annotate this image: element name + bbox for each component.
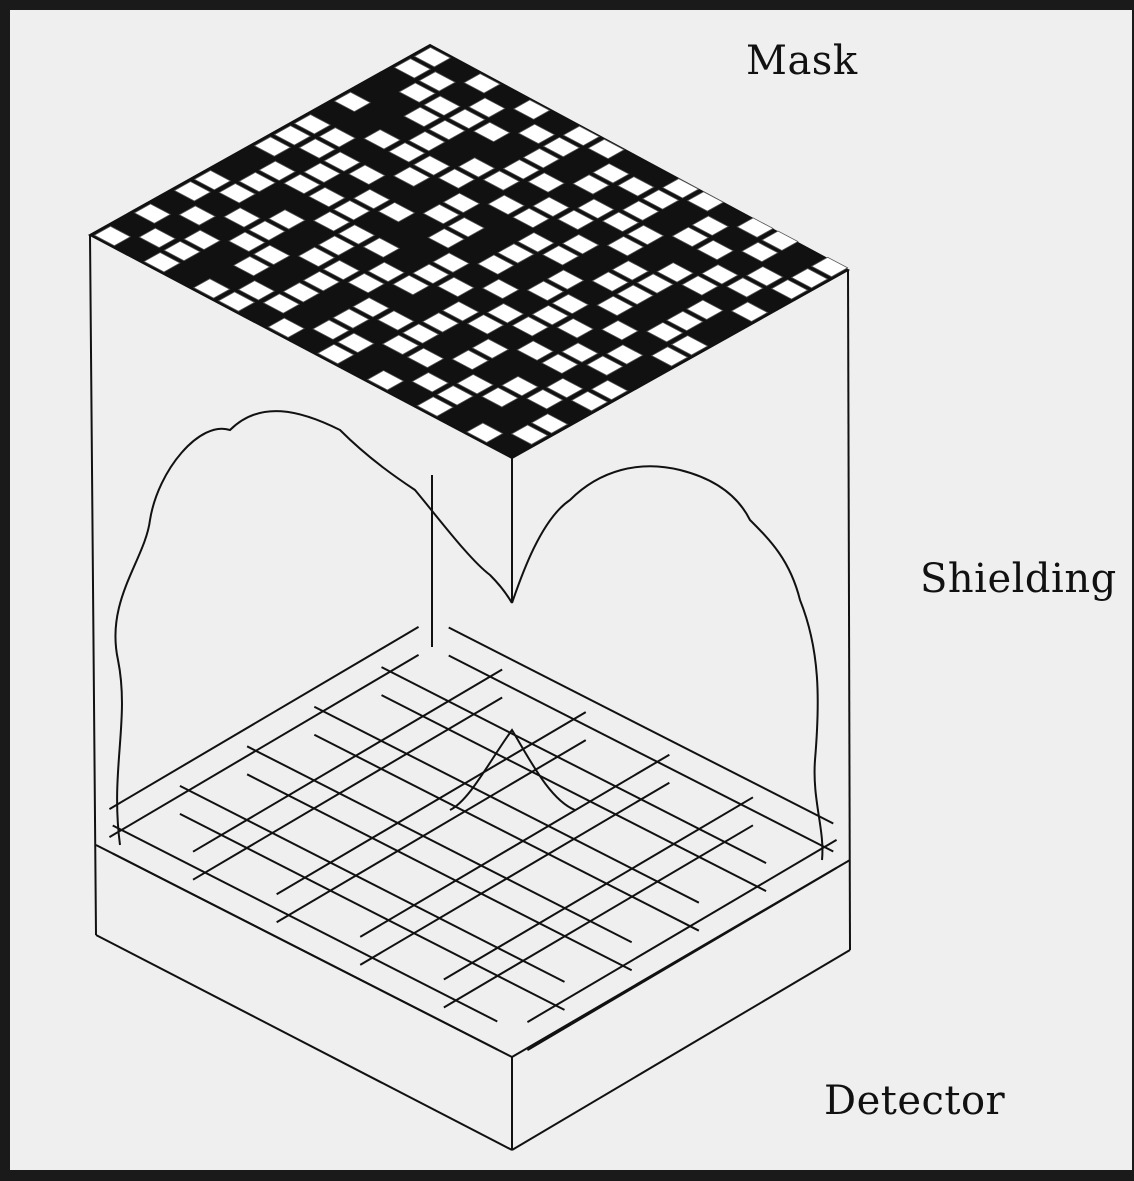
collimator-wall-top xyxy=(247,746,632,942)
collimator-wall xyxy=(314,735,699,931)
left-edge xyxy=(90,235,96,935)
collimator-wall xyxy=(382,695,767,891)
collimator-wall-top xyxy=(449,628,834,824)
collimator-wall xyxy=(247,774,632,970)
right-edge xyxy=(848,270,850,950)
collimator-wall-top xyxy=(109,627,418,809)
collimator-wall-top xyxy=(113,826,498,1022)
collimator-wall xyxy=(113,854,498,1050)
collimator-wall xyxy=(180,814,565,1010)
detector-peak xyxy=(450,730,575,810)
mask-label: Mask xyxy=(746,38,858,84)
detector-label: Detector xyxy=(824,1078,1005,1124)
shielding-label: Shielding xyxy=(920,556,1117,602)
shielding-right-wall xyxy=(512,466,822,860)
detector-bottom-left xyxy=(96,935,512,1150)
mask-plane xyxy=(90,45,848,458)
collimator-wall-top xyxy=(382,667,767,863)
collimator-wall xyxy=(449,656,834,852)
collimator-wall-top xyxy=(180,786,565,982)
collimator-wall xyxy=(527,868,836,1050)
